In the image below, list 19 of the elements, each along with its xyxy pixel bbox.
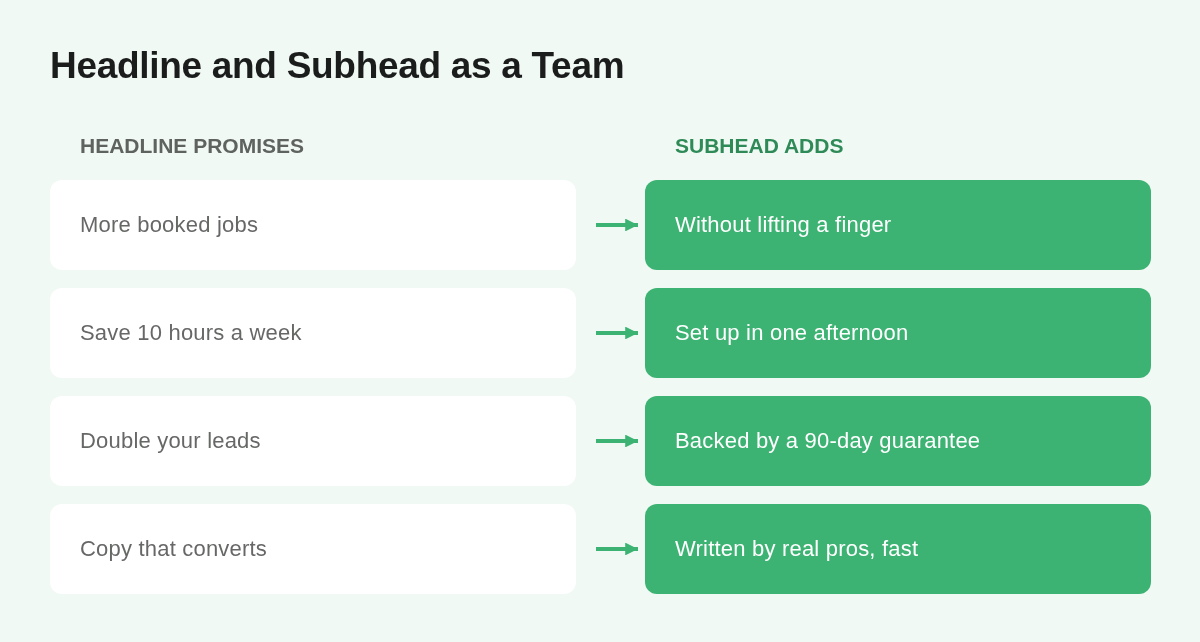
arrow: [596, 434, 638, 448]
column-heading: SUBHEAD ADDS: [675, 133, 844, 159]
benefit-card: [645, 504, 1151, 594]
card-text: Without lifting a finger: [675, 211, 892, 239]
title: Headline and Subhead as a Team: [50, 44, 625, 88]
benefit-card: [645, 288, 1151, 378]
card-text: More booked jobs: [80, 211, 259, 239]
card-text: Set up in one afternoon: [675, 319, 909, 347]
arrow: [596, 326, 638, 340]
card-text: Written by real pros, fast: [675, 535, 919, 563]
arrow: [596, 542, 638, 556]
arrow: [596, 218, 638, 232]
column-heading: HEADLINE PROMISES: [80, 133, 305, 159]
card-text: Save 10 hours a week: [80, 319, 302, 347]
card-text: Double your leads: [80, 427, 261, 455]
card-text: Copy that converts: [80, 535, 268, 563]
benefit-card: [645, 180, 1151, 270]
card-text: Backed by a 90-day guarantee: [675, 427, 981, 455]
benefit-card: [645, 396, 1151, 486]
